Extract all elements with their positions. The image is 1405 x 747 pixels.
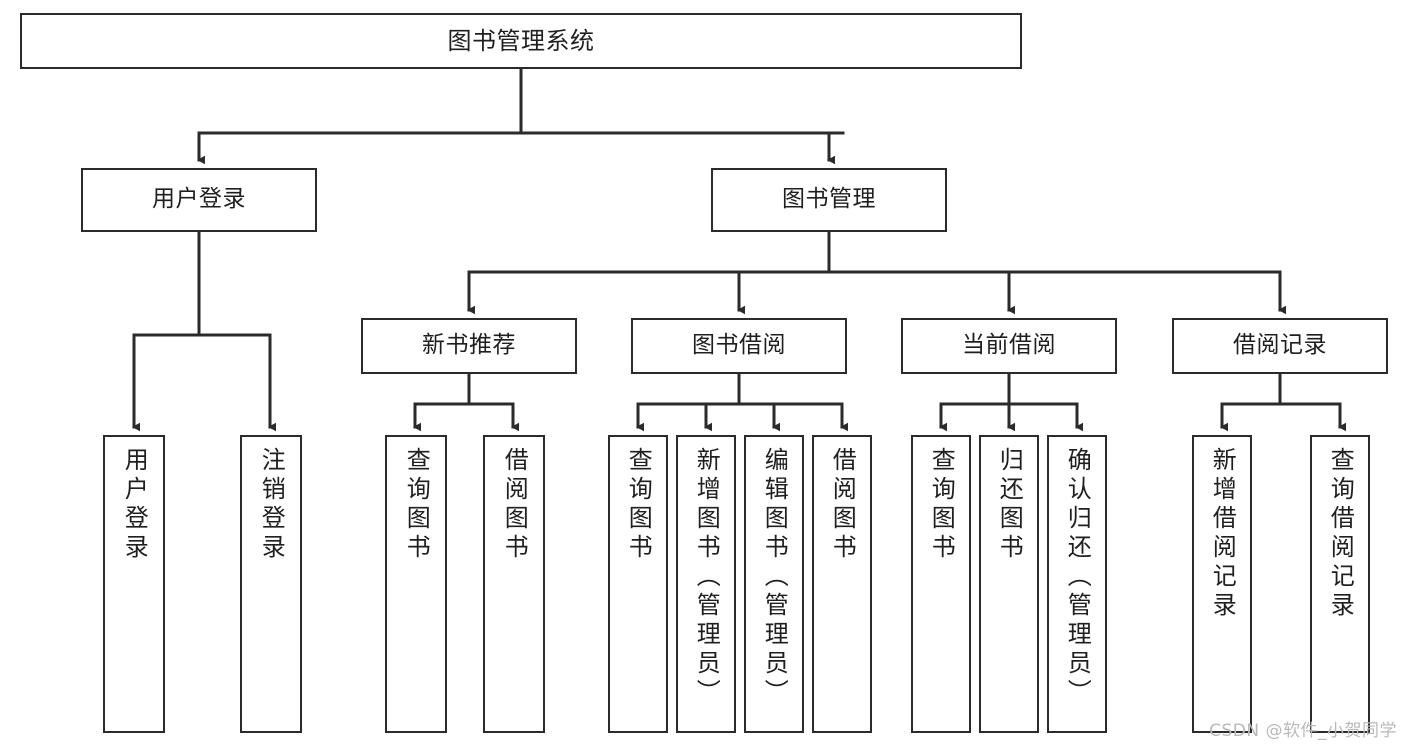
node-root[interactable]: 图书管理系统 — [20, 13, 1022, 69]
node-borrow-record-label: 借阅记录 — [1233, 332, 1327, 359]
node-leaf-borrow-book-1[interactable]: 借阅图书 — [483, 435, 545, 733]
node-book-borrow-label: 图书借阅 — [692, 332, 786, 359]
node-new-book-recommend-label: 新书推荐 — [422, 332, 516, 359]
node-leaf-return-book-label: 归还图书 — [995, 447, 1024, 563]
node-leaf-query-book-2[interactable]: 查询图书 — [608, 435, 668, 733]
node-book-manage-label: 图书管理 — [782, 186, 876, 213]
node-leaf-user-logout[interactable]: 注销登录 — [240, 435, 302, 733]
csdn-watermark: CSDN @软件_小贺同学 — [1209, 721, 1397, 741]
node-leaf-edit-book[interactable]: 编辑图书（管理员） — [744, 435, 804, 733]
node-root-label: 图书管理系统 — [447, 26, 595, 55]
node-user-login[interactable]: 用户登录 — [81, 168, 317, 232]
node-leaf-user-logout-label: 注销登录 — [257, 447, 286, 563]
node-leaf-add-record[interactable]: 新增借阅记录 — [1192, 435, 1252, 733]
node-leaf-return-book[interactable]: 归还图书 — [979, 435, 1039, 733]
node-leaf-confirm-return-label: 确认归还（管理员） — [1063, 447, 1092, 708]
node-borrow-record[interactable]: 借阅记录 — [1172, 318, 1388, 374]
node-new-book-recommend[interactable]: 新书推荐 — [361, 318, 577, 374]
node-leaf-add-record-label: 新增借阅记录 — [1208, 447, 1237, 621]
node-leaf-query-book-1-label: 查询图书 — [402, 447, 431, 563]
node-leaf-borrow-book-2[interactable]: 借阅图书 — [812, 435, 872, 733]
node-user-login-label: 用户登录 — [152, 186, 246, 213]
node-leaf-borrow-book-1-label: 借阅图书 — [500, 447, 529, 563]
node-leaf-add-book-label: 新增图书（管理员） — [692, 447, 721, 708]
node-leaf-add-book[interactable]: 新增图书（管理员） — [676, 435, 736, 733]
node-leaf-query-book-3[interactable]: 查询图书 — [911, 435, 971, 733]
node-current-borrow-label: 当前借阅 — [962, 332, 1056, 359]
node-current-borrow[interactable]: 当前借阅 — [901, 318, 1117, 374]
node-leaf-confirm-return[interactable]: 确认归还（管理员） — [1047, 435, 1107, 733]
node-leaf-user-login-label: 用户登录 — [120, 447, 149, 563]
node-book-manage[interactable]: 图书管理 — [711, 168, 947, 232]
node-book-borrow[interactable]: 图书借阅 — [631, 318, 847, 374]
node-leaf-query-record-label: 查询借阅记录 — [1326, 447, 1355, 621]
node-leaf-query-book-3-label: 查询图书 — [927, 447, 956, 563]
node-leaf-edit-book-label: 编辑图书（管理员） — [760, 447, 789, 708]
node-leaf-borrow-book-2-label: 借阅图书 — [828, 447, 857, 563]
node-leaf-query-book-2-label: 查询图书 — [624, 447, 653, 563]
node-leaf-user-login[interactable]: 用户登录 — [103, 435, 165, 733]
node-leaf-query-record[interactable]: 查询借阅记录 — [1310, 435, 1370, 733]
node-leaf-query-book-1[interactable]: 查询图书 — [385, 435, 447, 733]
